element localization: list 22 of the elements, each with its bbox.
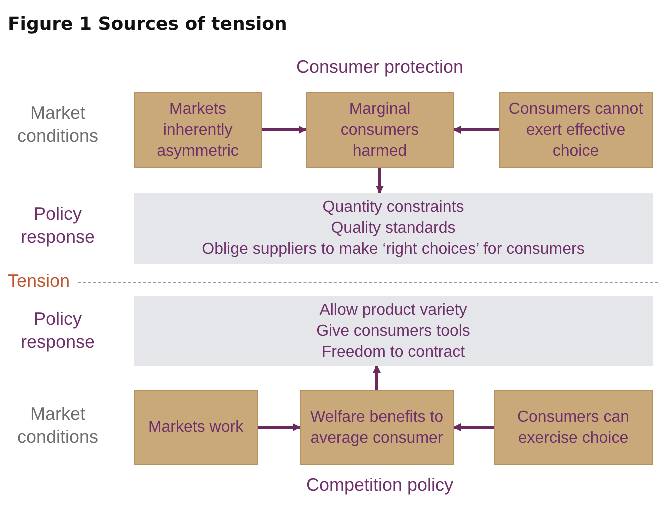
- arrow: [453, 424, 494, 432]
- arrow: [376, 168, 384, 194]
- figure-title: Figure 1 Sources of tension: [8, 14, 288, 35]
- condition-box: Marginal consumers harmed: [306, 92, 454, 168]
- arrow: [373, 365, 381, 390]
- arrow: [262, 126, 307, 134]
- section-heading: Consumer protection: [295, 56, 465, 79]
- row-label: Market conditions: [16, 403, 100, 449]
- row-label: Policy response: [20, 308, 96, 354]
- condition-box: Markets work: [134, 390, 258, 465]
- row-label: Market conditions: [16, 102, 100, 148]
- arrow: [453, 126, 499, 134]
- policy-band: Allow product variety Give consumers tools Freedom to contract: [134, 296, 653, 366]
- condition-box: Consumers can exercise choice: [494, 390, 653, 465]
- arrow: [258, 424, 301, 432]
- policy-band: Quantity constraints Quality standards Oblige suppliers to make ‘right choices’ for consumers: [134, 193, 653, 264]
- row-label: Policy response: [20, 203, 96, 249]
- condition-box: Markets inherently asymmetric: [134, 92, 262, 168]
- section-heading: Competition policy: [305, 474, 455, 497]
- condition-box: Consumers cannot exert effective choice: [499, 92, 653, 168]
- tension-label: Tension: [6, 270, 72, 293]
- condition-box: Welfare benefits to average consumer: [300, 390, 454, 465]
